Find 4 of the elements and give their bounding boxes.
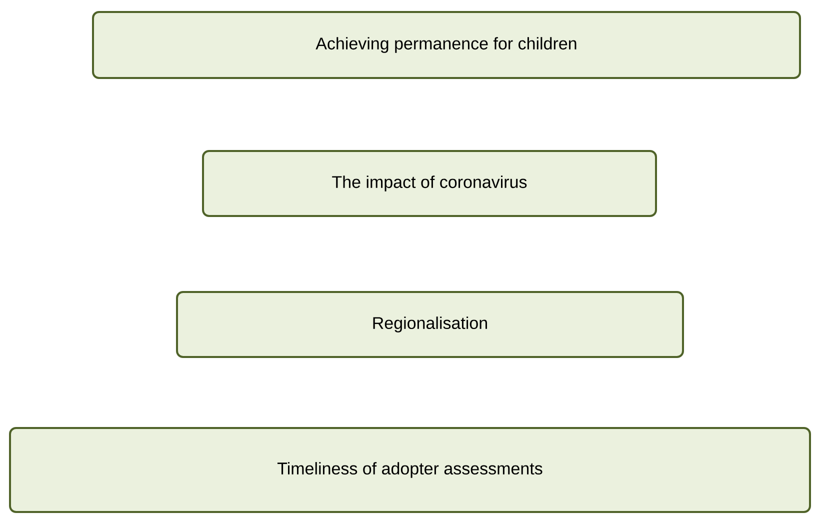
text-box: Regionalisation (176, 291, 684, 358)
text-box: The impact of coronavirus (202, 150, 657, 217)
text-box: Achieving permanence for children (92, 11, 801, 79)
text-box: Timeliness of adopter assessments (9, 427, 811, 513)
